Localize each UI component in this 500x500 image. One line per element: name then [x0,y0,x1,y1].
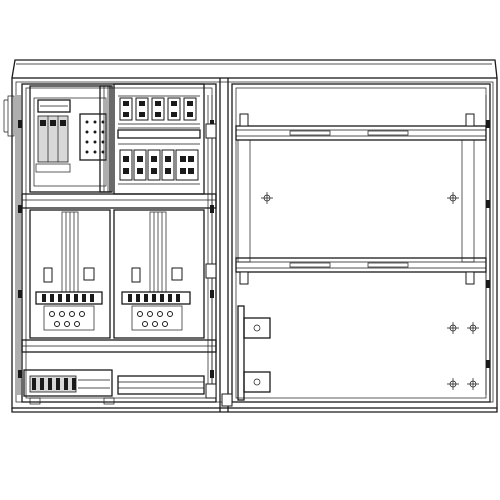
terminal-block-bottom [23,369,205,405]
right-compartment [231,83,491,403]
mounting-brackets [237,305,271,401]
breaker-modules [113,83,205,195]
mounting-points [261,192,479,390]
meter-socket-right [113,209,205,339]
meter-module [29,85,113,193]
meter-socket-left [29,209,111,339]
hinges [205,123,233,407]
din-rail-lower [235,257,487,285]
separator-rails [21,193,217,353]
din-rail-upper [235,113,487,263]
